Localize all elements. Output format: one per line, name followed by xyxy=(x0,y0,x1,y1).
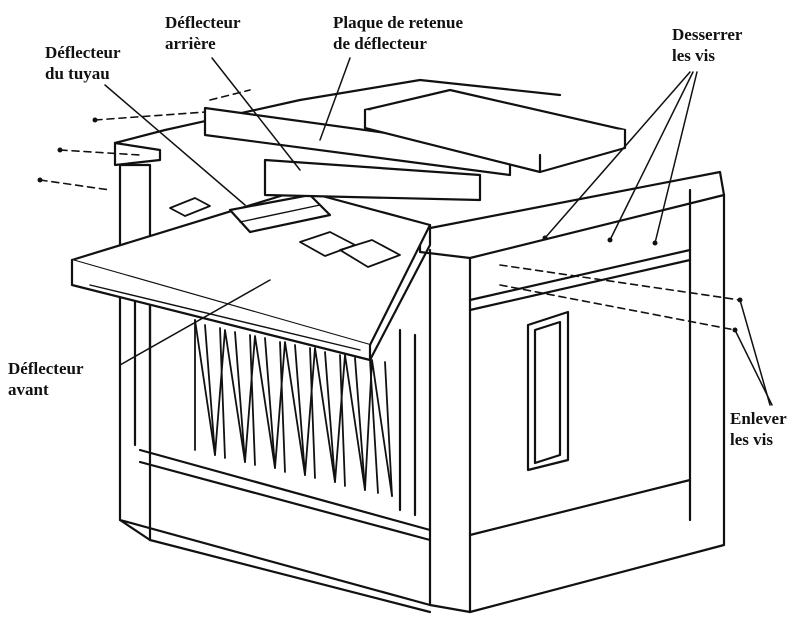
label-desserrer-vis: Desserrer les vis xyxy=(672,25,743,65)
side-window xyxy=(526,310,570,472)
screws xyxy=(39,89,741,331)
top-lid xyxy=(363,88,627,174)
label-deflecteur-avant: Déflecteur avant xyxy=(8,359,84,399)
label-enlever-vis: Enlever les vis xyxy=(730,409,787,449)
heater-fins xyxy=(194,319,393,497)
pipe-deflector xyxy=(228,193,332,234)
leader-lines xyxy=(104,57,773,406)
rear-deflector xyxy=(263,158,482,202)
label-deflecteur-arriere: Déflecteur arrière xyxy=(165,13,241,53)
label-deflecteur-tuyau: Déflecteur du tuyau xyxy=(45,43,121,83)
vent-openings xyxy=(169,197,401,268)
front-deflector xyxy=(70,188,432,362)
label-plaque-retenue: Plaque de retenue de déflecteur xyxy=(333,13,464,53)
